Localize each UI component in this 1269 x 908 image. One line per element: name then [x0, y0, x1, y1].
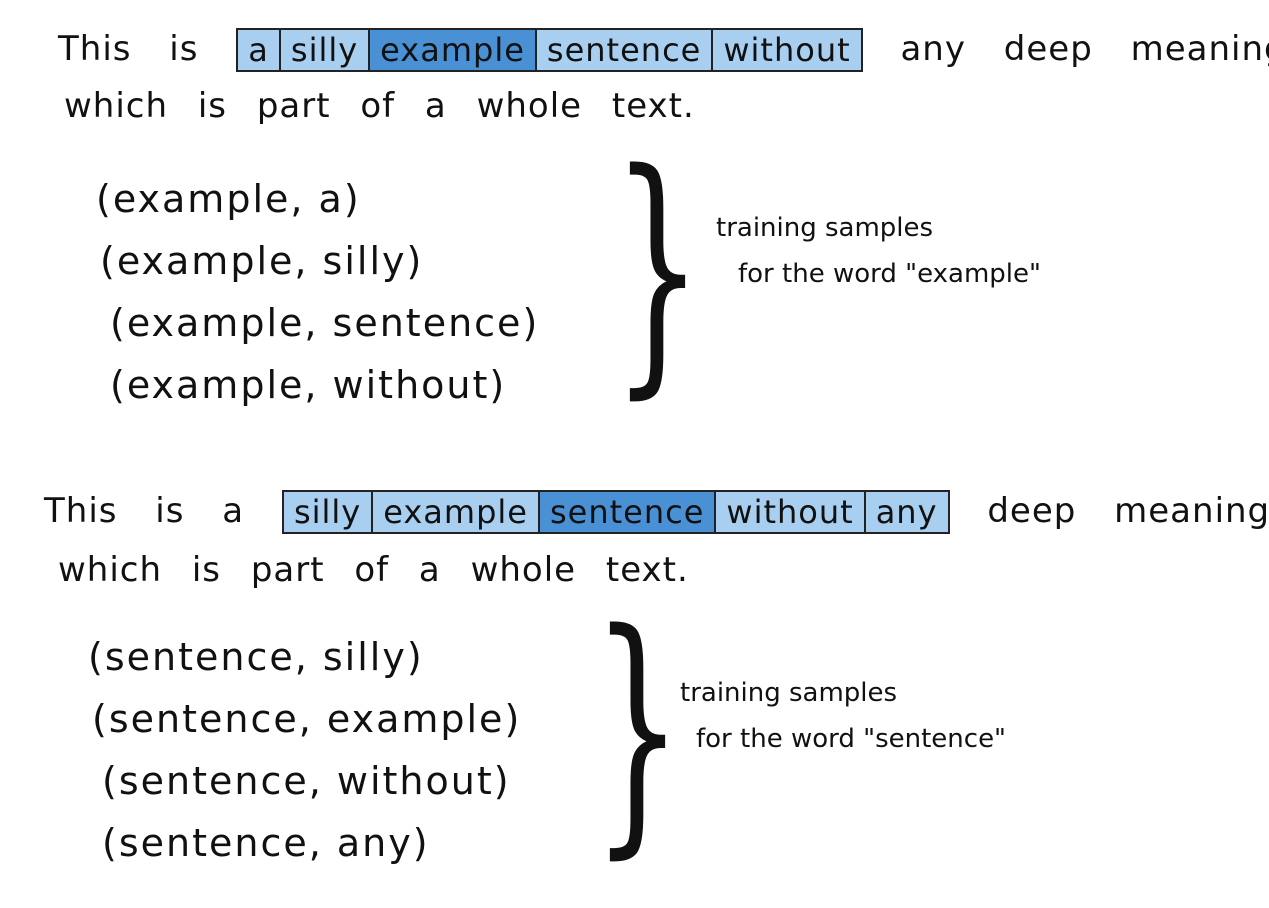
word: is — [169, 28, 199, 69]
training-pair: (sentence, any) — [102, 821, 430, 865]
note-line: training samples — [716, 213, 934, 243]
context-word: example — [373, 492, 540, 532]
context-word: any — [865, 492, 948, 532]
context-word: a — [238, 30, 281, 70]
training-pair: (example, silly) — [100, 239, 424, 283]
sentence-line-1: This is a silly example sentence without… — [58, 28, 1269, 72]
note-line: for the word "example" — [738, 259, 1041, 289]
training-pair: (sentence, example) — [92, 697, 522, 741]
context-window: silly example sentence without any — [281, 490, 950, 534]
right-brace: } — [612, 119, 703, 421]
training-pair: (example, a) — [96, 177, 361, 221]
target-word: example — [370, 30, 537, 70]
training-pair: (example, sentence) — [110, 301, 540, 345]
training-pairs-2: (sentence, silly) (sentence, example) (s… — [88, 626, 521, 874]
training-pair: (example, without) — [110, 363, 507, 407]
word: This — [58, 28, 132, 69]
word: is — [155, 490, 185, 531]
sentence-continuation-1: which is part of a whole text. — [64, 86, 695, 126]
context-word: silly — [280, 30, 371, 70]
word: meaning — [1114, 490, 1269, 531]
training-note-1: training samples for the word "example" — [716, 205, 1041, 297]
context-word: silly — [283, 492, 374, 532]
word: deep — [987, 490, 1077, 531]
sentence-line-2: This is a silly example sentence without… — [44, 490, 1269, 534]
context-word: sentence — [536, 30, 714, 70]
note-line: training samples — [680, 678, 898, 708]
context-window: a silly example sentence without — [236, 28, 863, 72]
word: a — [222, 490, 245, 531]
word: This — [44, 490, 118, 531]
word: any — [900, 28, 966, 69]
sentence-continuation-2: which is part of a whole text. — [58, 550, 689, 590]
training-note-2: training samples for the word "sentence" — [680, 670, 1006, 762]
training-pairs-1: (example, a) (example, silly) (example, … — [96, 168, 539, 416]
target-word: sentence — [539, 492, 717, 532]
right-brace: } — [592, 579, 683, 881]
training-pair: (sentence, without) — [102, 759, 511, 803]
context-word: without — [716, 492, 866, 532]
word: deep — [1003, 28, 1093, 69]
training-pair: (sentence, silly) — [88, 635, 424, 679]
note-line: for the word "sentence" — [696, 724, 1007, 754]
word: meaning — [1130, 28, 1269, 69]
context-word: without — [713, 30, 861, 70]
continuation-text: which is part of a whole text. — [58, 550, 689, 590]
continuation-text: which is part of a whole text. — [64, 86, 695, 126]
